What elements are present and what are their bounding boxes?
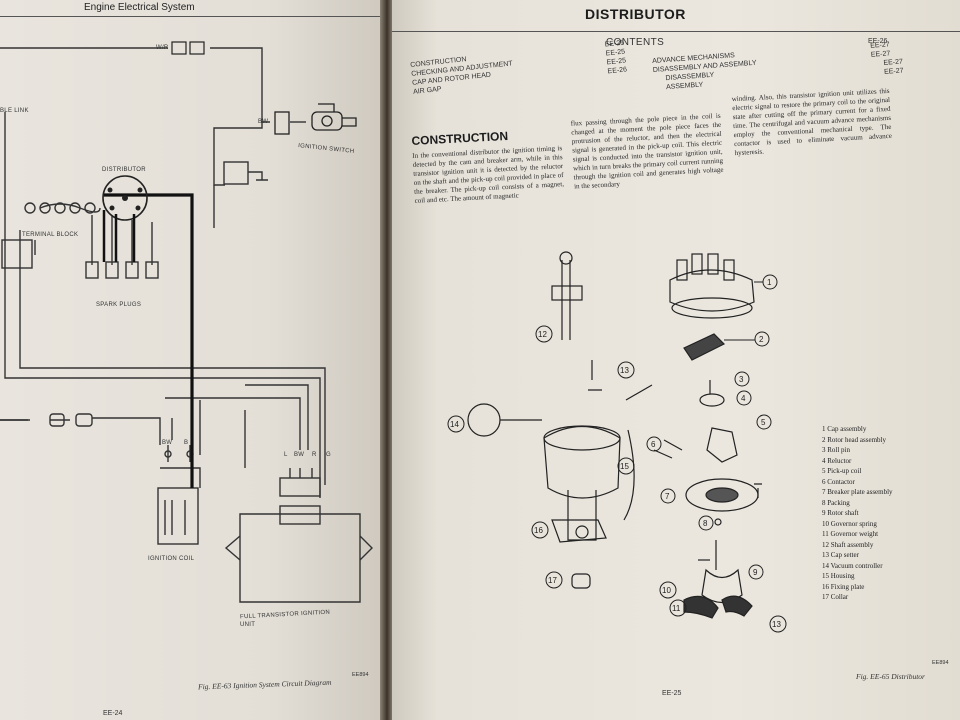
legend-item: 9 Rotor shaft: [822, 509, 859, 517]
svg-text:12: 12: [538, 330, 547, 339]
term-label-g: G: [326, 452, 331, 458]
term-label-l: L: [284, 452, 288, 458]
callout: 8: [698, 515, 714, 531]
wire-loop1: [4, 112, 321, 498]
text-column-1: In the conventional distributor the igni…: [412, 144, 565, 205]
page-header: Engine Electrical System: [84, 2, 195, 13]
legend-item: 4 Reluctor: [822, 456, 852, 465]
ignition-coil-label: IGNITION COIL: [148, 556, 195, 562]
distributor-label: DISTRIBUTOR: [102, 167, 146, 173]
page-number: EE-25: [662, 690, 682, 697]
book-gutter: [380, 0, 394, 720]
svg-text:6: 6: [651, 440, 656, 449]
callout: 5: [756, 414, 772, 430]
legend-item: 12 Shaft assembly: [822, 540, 874, 549]
left-page: Engine Electrical System: [0, 0, 383, 720]
distributor-exploded-view: 1 2 3 4 5 6 7 8 9 10 11 12 13 14 15 16 1…: [447, 251, 787, 633]
callout: 6: [646, 436, 662, 452]
text-column-3: winding. Also, this transistor ignition …: [731, 86, 893, 158]
legend-item: 3 Roll pin: [822, 446, 851, 454]
wire-label-bw: BW: [258, 119, 269, 125]
legend-item: 2 Rotor head assembly: [822, 435, 886, 444]
callout: 9: [748, 564, 764, 580]
callout: 16: [531, 521, 549, 539]
text-column-2: flux passing through the pole piece in t…: [570, 111, 724, 191]
callout: 13: [769, 615, 787, 633]
page-number: EE-24: [103, 710, 123, 717]
callout: 1: [754, 274, 778, 290]
callout: 13: [617, 361, 635, 379]
legend-item: 13 Cap setter: [822, 551, 859, 559]
term-label-bw: BW: [294, 452, 305, 458]
legend-item: 15 Housing: [822, 572, 855, 580]
legend-item: 6 Contactor: [822, 477, 855, 486]
callout: 17: [545, 571, 563, 589]
contents-heading: CONTENTS: [606, 37, 665, 48]
callout: 11: [669, 599, 687, 617]
callout: 4: [736, 390, 752, 406]
construction-section: CONSTRUCTION In the conventional distrib…: [410, 84, 951, 205]
svg-text:16: 16: [534, 526, 543, 535]
svg-text:4: 4: [741, 394, 746, 403]
contents-page-top: EE-26: [868, 38, 888, 45]
svg-text:7: 7: [665, 492, 670, 501]
svg-text:13: 13: [772, 620, 781, 629]
legend-item: 1 Cap assembly: [822, 425, 867, 433]
header-rule: [0, 16, 383, 17]
callout: 3: [734, 371, 750, 387]
callout: 2: [724, 331, 770, 347]
wire-label-wr: W/R: [156, 45, 169, 51]
legend-item: 17 Collar: [822, 593, 849, 601]
svg-text:11: 11: [672, 604, 681, 613]
svg-text:17: 17: [548, 576, 557, 585]
wire-top: [0, 47, 270, 123]
callout: 14: [447, 415, 465, 433]
svg-text:1: 1: [767, 278, 772, 287]
svg-text:13: 13: [620, 366, 629, 375]
legend-item: 14 Vacuum controller: [822, 561, 883, 570]
legend-item: 11 Governor weight: [822, 530, 879, 538]
title-rule: [392, 31, 960, 32]
callout: 7: [660, 488, 676, 504]
coil-conn-label-bw: BW: [162, 440, 173, 446]
cap-assembly-part: [669, 269, 755, 312]
callout: 15: [617, 457, 635, 475]
svg-text:15: 15: [620, 462, 629, 471]
figure-code: EE894: [352, 672, 369, 678]
svg-text:8: 8: [703, 519, 708, 528]
coil-conn-label-b: B: [184, 440, 189, 446]
svg-text:2: 2: [759, 335, 764, 344]
svg-text:5: 5: [761, 418, 766, 427]
ignition-switch-symbol: [274, 103, 357, 135]
transistor-unit-label-2: UNIT: [240, 622, 256, 628]
svg-text:9: 9: [753, 568, 758, 577]
legend-item: 8 Packing: [822, 498, 850, 507]
callout: 12: [535, 325, 553, 343]
legend-item: 16 Fixing plate: [822, 582, 865, 591]
legend-item: 5 Pick-up coil: [822, 467, 862, 475]
hv-lead: [104, 193, 194, 488]
callout: 10: [659, 581, 677, 599]
fusible-link-label: BLE LINK: [0, 108, 29, 114]
figure-caption: Fig. EE-65 Distributor: [856, 672, 925, 681]
terminal-block-label: TERMINAL BLOCK: [22, 232, 79, 238]
svg-text:14: 14: [450, 420, 459, 429]
legend-item: 10 Governor spring: [822, 519, 877, 528]
svg-text:10: 10: [662, 586, 671, 595]
figure-code: EE894: [932, 660, 949, 666]
housing-part: [543, 425, 621, 499]
spark-plugs-label: SPARK PLUGS: [96, 302, 142, 308]
part-callouts: 1 2 3 4 5 6 7 8 9 10 11 12 13 14 15 16 1…: [447, 274, 787, 633]
svg-text:3: 3: [739, 375, 744, 384]
distributor-symbol: [102, 175, 148, 221]
ignition-circuit-diagram: [0, 41, 373, 603]
term-label-r: R: [312, 452, 317, 458]
page-title: DISTRIBUTOR: [585, 6, 686, 22]
legend-item: 7 Breaker plate assembly: [822, 488, 893, 496]
parts-legend: 1 Cap assembly 2 Rotor head assembly 3 R…: [822, 424, 893, 603]
